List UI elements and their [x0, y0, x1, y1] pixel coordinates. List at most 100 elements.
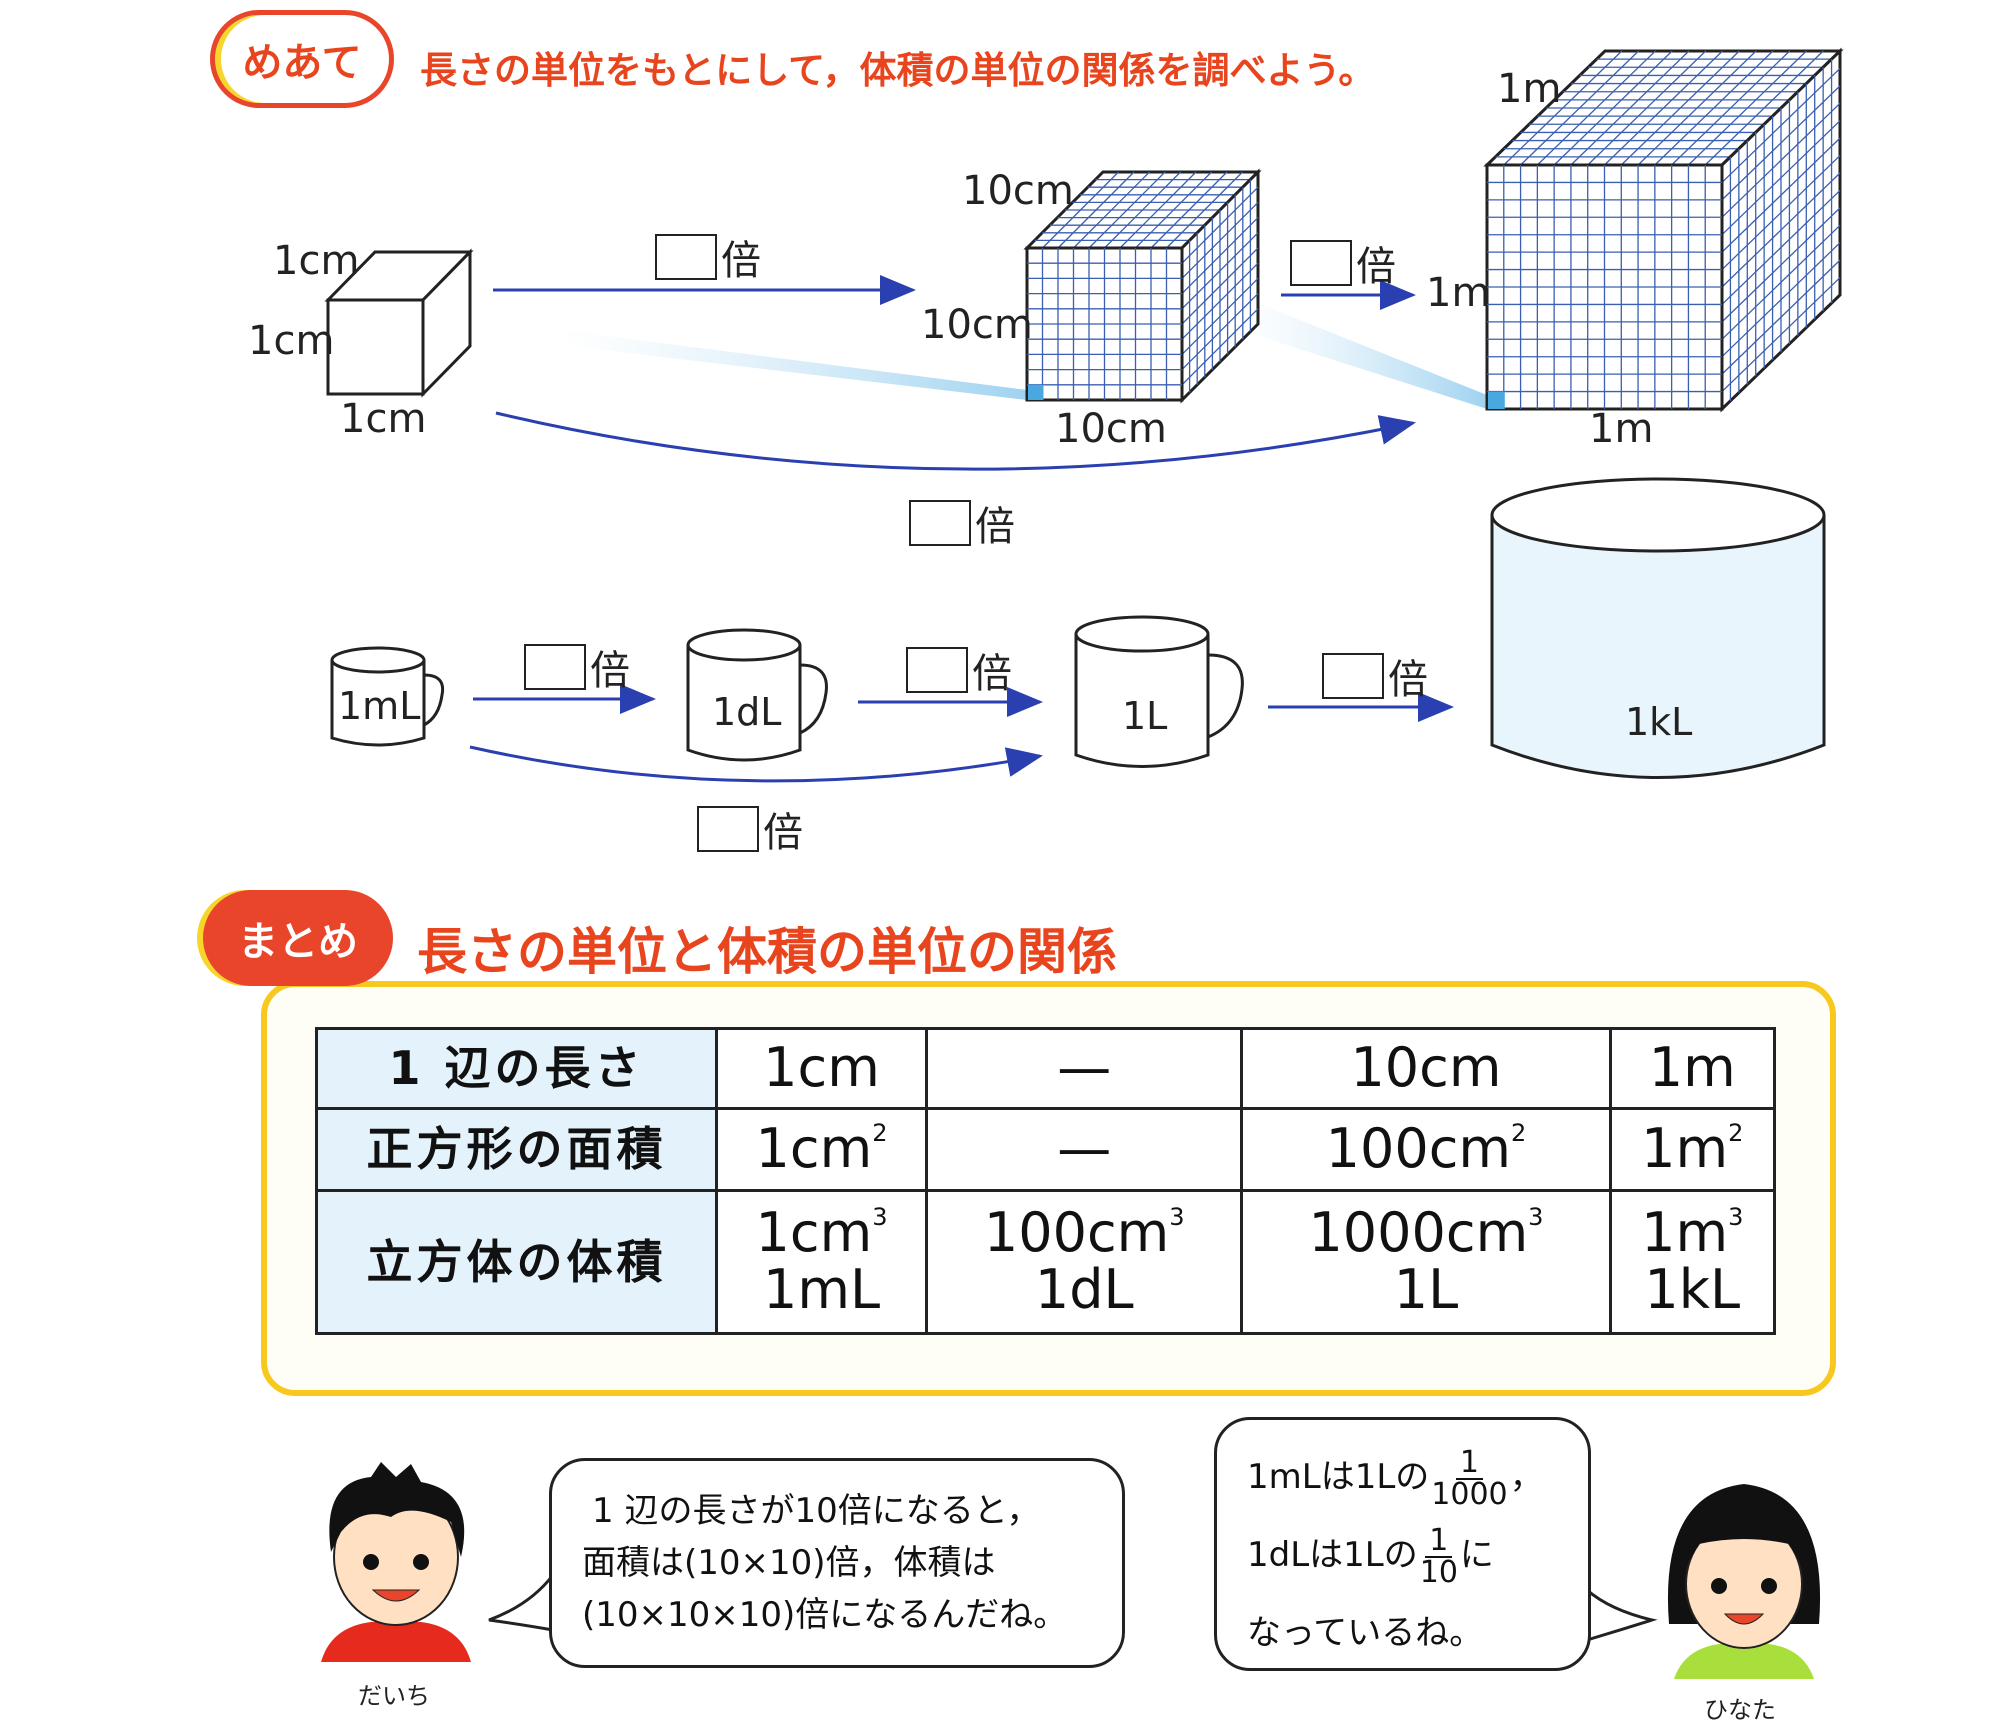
- unit-exponent: 2: [872, 1119, 888, 1148]
- denominator: 10: [1419, 1554, 1458, 1590]
- arrow-1mL-to-1L: [469, 745, 1043, 783]
- times-label: 倍: [763, 810, 803, 856]
- row-header: 1 辺の長さ: [315, 1027, 718, 1110]
- speech-line: 1 辺の長さが10倍になると，: [592, 1491, 1041, 1531]
- blank-box[interactable]: [1322, 653, 1384, 699]
- daichi-avatar: [321, 1462, 471, 1662]
- daichi-name: だいち: [358, 1682, 430, 1710]
- times-label: 倍: [590, 648, 630, 694]
- medium-cube-depth-label: 10cm: [962, 168, 1074, 214]
- row-header: 正方形の面積: [315, 1107, 718, 1192]
- times-label: 倍: [975, 504, 1015, 550]
- medium-cube: [1023, 168, 1262, 404]
- goal-text: 長さの単位をもとにして，体積の単位の関係を調べよう。: [420, 49, 1376, 92]
- daichi-speech-bubble: 1 辺の長さが10倍になると， 面積は(10×10)倍，体積は (10×10×1…: [549, 1458, 1125, 1668]
- unit-value: 1cm: [755, 1117, 873, 1181]
- table-cell: 1cm3 1mL: [714, 1189, 929, 1335]
- times-label: 倍: [721, 238, 761, 284]
- table-cell: 10cm: [1240, 1027, 1612, 1110]
- blank-box[interactable]: [909, 500, 971, 546]
- table-cell: —: [925, 1107, 1244, 1192]
- medium-cube-height-label: 10cm: [921, 302, 1033, 348]
- blank-box[interactable]: [697, 806, 759, 852]
- large-cube-depth-label: 1m: [1497, 66, 1562, 112]
- hinata-avatar: [1667, 1484, 1821, 1679]
- speech-line: 面積は(10×10)倍，体積は: [582, 1543, 996, 1583]
- times-label: 倍: [1388, 657, 1428, 703]
- liter-equivalent: 1L: [1393, 1258, 1459, 1321]
- unit-value: 100cm: [1325, 1117, 1511, 1181]
- unit-value: 1cm: [755, 1201, 873, 1265]
- large-cube: [1483, 47, 1844, 413]
- blank-box[interactable]: [1290, 240, 1352, 286]
- large-cube-width-label: 1m: [1589, 406, 1654, 452]
- large-cube-height-label: 1m: [1426, 270, 1491, 316]
- speech-line: なっているね。: [1247, 1613, 1484, 1653]
- cup-1mL-label: 1mL: [338, 684, 421, 728]
- meate-badge: めあて: [210, 10, 394, 108]
- arrow-1cm-to-1m: [495, 411, 1416, 471]
- scale-shading-2: [1240, 300, 1487, 409]
- unit-value: 1m: [1641, 1117, 1729, 1181]
- medium-cube-width-label: 10cm: [1055, 406, 1167, 452]
- summary-title: 長さの単位と体積の単位の関係: [417, 923, 1117, 981]
- answer-blank-6[interactable]: 倍: [1322, 647, 1428, 705]
- cup-1dL-label: 1dL: [712, 690, 782, 734]
- answer-blank-4[interactable]: 倍: [524, 638, 630, 696]
- blank-box[interactable]: [906, 647, 968, 693]
- unit-exponent: 3: [872, 1203, 888, 1232]
- cup-1mL-icon: [330, 646, 445, 747]
- speech-text: ，: [1509, 1457, 1544, 1497]
- answer-blank-2[interactable]: 倍: [1290, 234, 1396, 292]
- row-header: 立方体の体積: [315, 1189, 718, 1335]
- unit-exponent: 2: [1511, 1119, 1527, 1148]
- small-cube-width-label: 1cm: [340, 396, 427, 442]
- small-cube-height-label: 1cm: [248, 318, 335, 364]
- table-cell: 1m: [1608, 1027, 1776, 1110]
- matome-badge: まとめ: [203, 890, 393, 986]
- answer-blank-3[interactable]: 倍: [909, 494, 1015, 552]
- speech-text: に: [1459, 1535, 1494, 1575]
- liter-equivalent: 1mL: [762, 1258, 881, 1321]
- liter-equivalent: 1dL: [1034, 1258, 1134, 1321]
- table-cell: —: [925, 1027, 1244, 1110]
- tank-1kL-icon: [1490, 477, 1826, 779]
- answer-blank-1[interactable]: 倍: [655, 228, 761, 286]
- times-label: 倍: [1356, 244, 1396, 290]
- hinata-name: ひなた: [1704, 1696, 1776, 1724]
- unit-exponent: 3: [1169, 1203, 1185, 1232]
- table-cell: 1cm2: [714, 1107, 929, 1192]
- table-cell: 100cm3 1dL: [925, 1189, 1244, 1335]
- blank-box[interactable]: [655, 234, 717, 280]
- speech-line: (10×10×10)倍になるんだね。: [582, 1595, 1068, 1635]
- answer-blank-7[interactable]: 倍: [697, 800, 803, 858]
- tank-1kL-label: 1kL: [1625, 700, 1693, 744]
- blank-box[interactable]: [524, 644, 586, 690]
- unit-exponent: 3: [1528, 1203, 1544, 1232]
- answer-blank-5[interactable]: 倍: [906, 641, 1012, 699]
- scale-shading-1: [560, 330, 1027, 400]
- times-label: 倍: [972, 651, 1012, 697]
- table-cell: 100cm2: [1240, 1107, 1612, 1192]
- small-cube: [324, 248, 474, 398]
- unit-exponent: 2: [1728, 1119, 1744, 1148]
- speech-text: 1mLは1Lの: [1247, 1457, 1430, 1497]
- cup-1L-icon: [1074, 615, 1244, 768]
- volume-diagram: [324, 47, 1844, 783]
- table-cell: 1m2: [1608, 1107, 1776, 1192]
- small-cube-depth-label: 1cm: [273, 238, 360, 284]
- liter-equivalent: 1kL: [1644, 1258, 1741, 1321]
- unit-exponent: 3: [1728, 1203, 1744, 1232]
- unit-value: 100cm: [983, 1201, 1170, 1265]
- numerator: 1: [1425, 1525, 1453, 1558]
